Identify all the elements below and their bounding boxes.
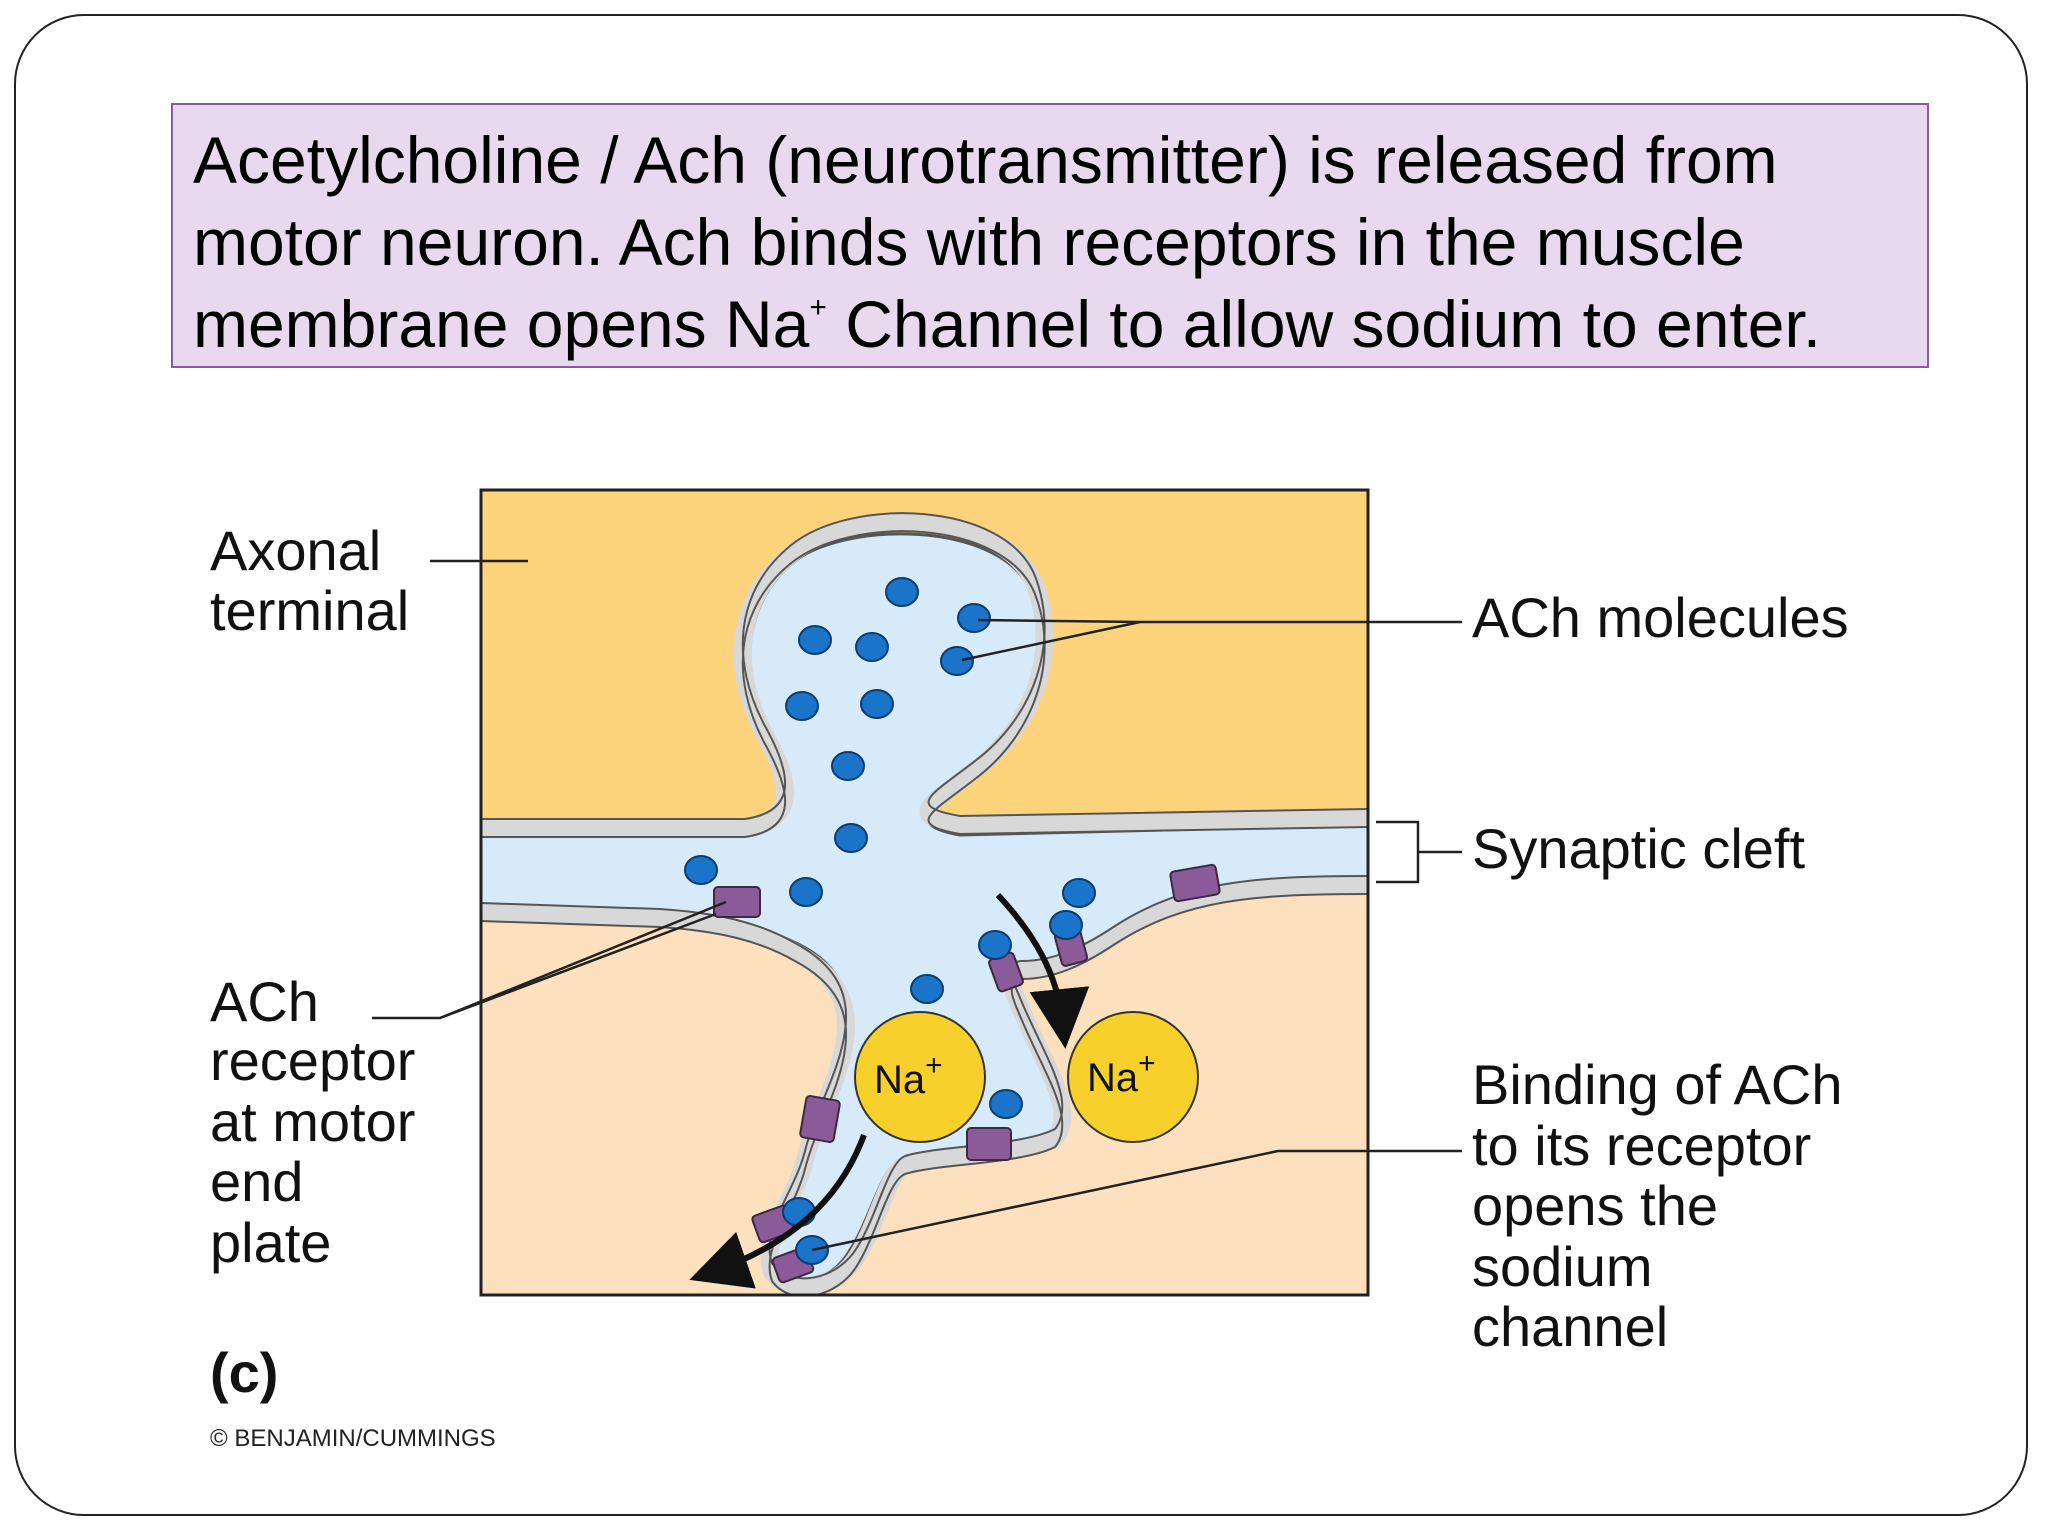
sodium-ion-left-label: Na+: [874, 1049, 943, 1102]
ach-receptor: [799, 1095, 841, 1143]
sodium-ion-left: [854, 1011, 986, 1143]
sodium-ion-right: [1067, 1011, 1199, 1143]
presynaptic-membrane: [481, 513, 1368, 837]
label-binding-of-ach: Binding of ACh to its receptor opens the…: [1472, 1053, 1858, 1358]
caption-line-2: motor neuron. Ach binds with receptors i…: [193, 205, 1745, 279]
caption-line-3-end: Channel to allow sodium to enter.: [826, 287, 1822, 361]
ach-molecules: [684, 577, 1096, 1265]
panel-letter: (c): [210, 1341, 278, 1404]
leader-lines: [372, 559, 1462, 1252]
panel-border: [479, 488, 1370, 1297]
label-axonal-terminal: Axonal terminal: [210, 519, 409, 642]
leader-ach-receptor-2: [439, 912, 717, 1020]
caption-line-3: membrane opens Na+ Channel to allow sodi…: [193, 283, 1927, 365]
leader-synaptic-cleft: [1376, 820, 1420, 884]
sodium-flow-arrow-lower: [689, 1133, 867, 1289]
copyright-credit: © BENJAMIN/CUMMINGS: [210, 1425, 496, 1452]
ach-molecule: [989, 1089, 1023, 1119]
ach-molecule: [831, 751, 865, 781]
caption-na-superscript: +: [809, 291, 827, 324]
ach-molecule: [860, 689, 894, 719]
ach-receptor: [1169, 863, 1221, 903]
ach-molecule: [1062, 878, 1096, 908]
sodium-ion-right-label: Na+: [1087, 1047, 1156, 1100]
ach-molecule: [885, 577, 919, 607]
label-ach-molecules: ACh molecules: [1472, 586, 1849, 649]
caption-box: Acetylcholine / Ach (neurotransmitter) i…: [171, 103, 1929, 368]
ach-molecule: [684, 855, 718, 885]
ach-receptor: [713, 886, 761, 918]
panel-illustration: [481, 490, 1368, 1295]
leader-ach-molecules-2: [961, 620, 1141, 662]
ach-molecule: [940, 646, 974, 676]
caption-line-1: Acetylcholine / Ach (neurotransmitter) i…: [193, 123, 1778, 197]
caption-line-3-start: membrane opens Na: [193, 287, 810, 361]
leader-binding: [811, 1149, 1462, 1252]
ach-molecule: [978, 930, 1012, 960]
ach-molecule: [957, 603, 991, 633]
ach-molecule: [1049, 910, 1083, 940]
ach-molecule: [855, 632, 889, 662]
ach-molecule: [834, 823, 868, 853]
label-ach-receptor: ACh receptor at motor end plate: [210, 970, 431, 1274]
sodium-flow-arrow-upper: [995, 892, 1090, 1049]
ach-receptor: [966, 1127, 1012, 1161]
ach-molecule: [798, 625, 832, 655]
label-synaptic-cleft: Synaptic cleft: [1472, 817, 1805, 880]
ach-molecule: [910, 974, 944, 1004]
ach-molecule: [789, 877, 823, 907]
ach-molecule: [785, 691, 819, 721]
